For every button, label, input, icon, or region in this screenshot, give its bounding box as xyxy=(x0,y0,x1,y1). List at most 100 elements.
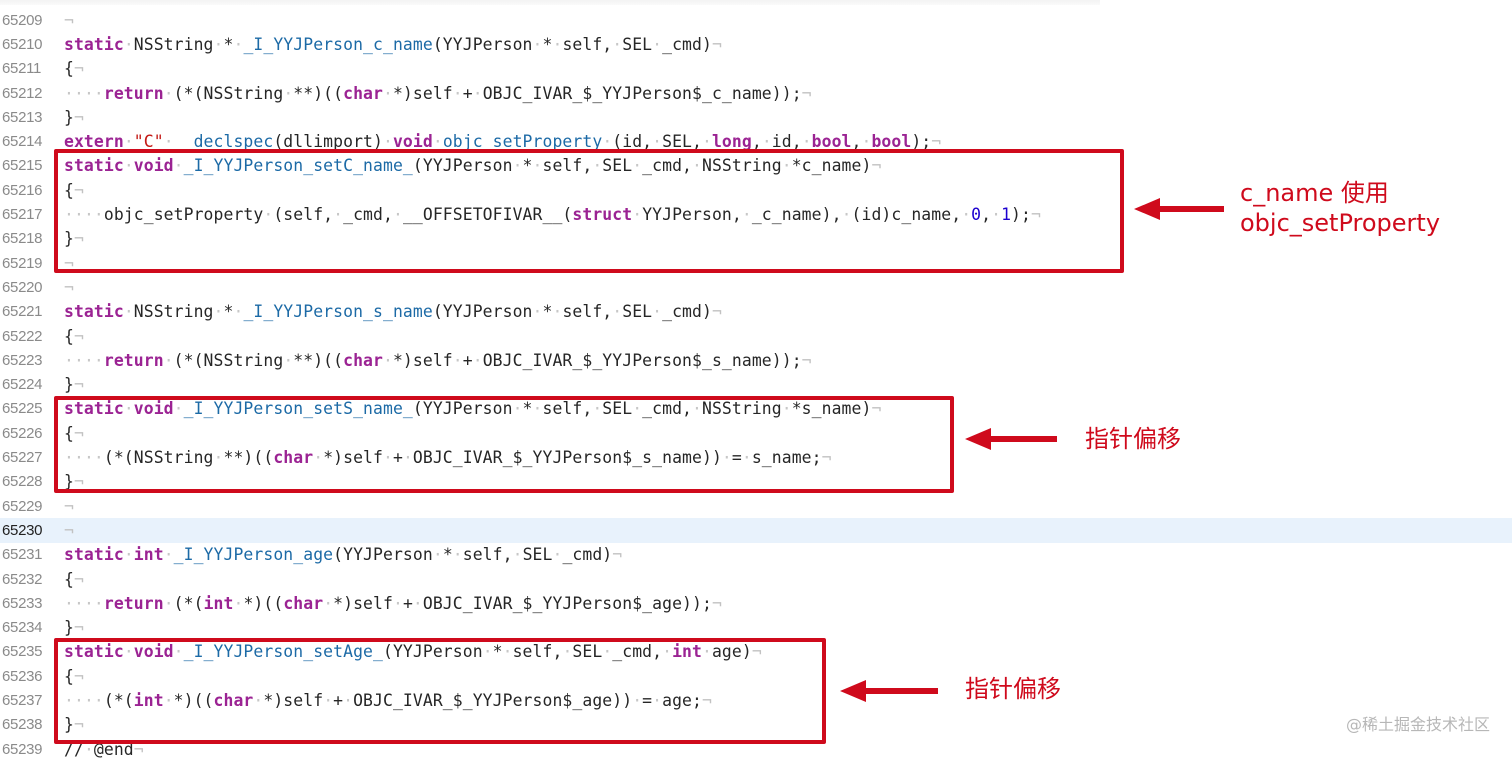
line-number: 65218 xyxy=(2,230,43,248)
line-number: 65230 xyxy=(2,521,43,539)
code-text: }¬ xyxy=(64,229,84,249)
code-line[interactable]: 65228 }¬ xyxy=(0,470,1512,494)
code-line[interactable]: 65235 static·void·_I_YYJPerson_setAge_(YY… xyxy=(0,640,1512,664)
arrow-left-icon xyxy=(840,680,938,702)
code-line[interactable]: 65217 ····objc_setProperty·(self,·_cmd,·_… xyxy=(0,202,1512,226)
code-text: static·int·_I_YYJPerson_age(YYJPerson·*·… xyxy=(64,545,623,565)
highlight-box-setS-name xyxy=(54,396,954,493)
code-text: //·@end¬ xyxy=(64,739,144,759)
code-text: extern·"C"·__declspec(dllimport)·void·ob… xyxy=(64,132,942,152)
line-number: 65221 xyxy=(2,303,43,321)
code-text: ····return·(*(NSString·**)((char·*)self·… xyxy=(64,83,812,103)
code-line[interactable]: 65218 }¬ xyxy=(0,227,1512,251)
line-number: 65211 xyxy=(2,60,42,78)
code-line[interactable]: 65224 }¬ xyxy=(0,373,1512,397)
code-text: }¬ xyxy=(64,375,84,395)
code-text: }¬ xyxy=(64,107,84,127)
line-number: 65228 xyxy=(2,473,43,491)
code-line[interactable]: 65234 }¬ xyxy=(0,616,1512,640)
code-line[interactable]: 65237 ····(*(int·*)((char·*)self·+·OBJC_I… xyxy=(0,688,1512,712)
code-line[interactable]: 65230 ¬ xyxy=(0,518,1512,543)
annotation-objc-setproperty: c_name 使用 objc_setProperty xyxy=(1240,179,1441,237)
code-text: }¬ xyxy=(64,618,84,638)
code-line[interactable]: 65229 ¬ xyxy=(0,494,1512,518)
line-number: 65216 xyxy=(2,181,43,199)
code-text: static·void·_I_YYJPerson_setS_name_(YYJP… xyxy=(64,399,882,419)
line-number: 65229 xyxy=(2,497,43,515)
code-line[interactable]: 65214 extern·"C"·__declspec(dllimport)·vo… xyxy=(0,130,1512,154)
code-text: }¬ xyxy=(64,715,84,735)
line-number: 65223 xyxy=(2,351,43,369)
code-line[interactable]: 65231 static·int·_I_YYJPerson_age(YYJPers… xyxy=(0,543,1512,567)
code-line[interactable]: 65239 //·@end¬ xyxy=(0,737,1512,761)
previous-content-fragment xyxy=(0,0,1100,5)
line-number: 65220 xyxy=(2,278,43,296)
code-line[interactable]: 65238 }¬ xyxy=(0,713,1512,737)
line-number: 65237 xyxy=(2,692,43,710)
code-text: ····(*(int·*)((char·*)self·+·OBJC_IVAR_$… xyxy=(64,691,712,711)
arrow-left-icon xyxy=(965,428,1057,450)
code-line[interactable]: 65213 }¬ xyxy=(0,105,1512,129)
code-text: }¬ xyxy=(64,472,84,492)
code-text: ¬ xyxy=(64,277,74,297)
code-text: ····return·(*(NSString·**)((char·*)self·… xyxy=(64,350,812,370)
code-text: static·NSString·*·_I_YYJPerson_c_name(YY… xyxy=(64,34,722,54)
code-line[interactable]: 65216{¬ xyxy=(0,178,1512,202)
code-line[interactable]: 65210 static·NSString·*·_I_YYJPerson_c_na… xyxy=(0,32,1512,56)
line-number: 65209 xyxy=(2,11,43,29)
code-text: ¬ xyxy=(64,253,74,273)
code-line[interactable]: 65232{¬ xyxy=(0,567,1512,591)
code-text: {¬ xyxy=(64,423,84,443)
line-number: 65219 xyxy=(2,254,43,272)
code-line[interactable]: 65222 {¬ xyxy=(0,324,1512,348)
line-number: 65226 xyxy=(2,424,43,442)
code-text: static·void·_I_YYJPerson_setAge_(YYJPers… xyxy=(64,642,762,662)
code-text: {¬ xyxy=(64,326,84,346)
line-number: 65233 xyxy=(2,594,43,612)
line-number: 65227 xyxy=(2,449,43,467)
line-number: 65224 xyxy=(2,376,43,394)
line-number: 65235 xyxy=(2,643,43,661)
line-number: 65210 xyxy=(2,35,43,53)
highlight-box-setC-name xyxy=(54,149,1124,273)
code-text: ¬ xyxy=(64,496,74,516)
line-number: 65215 xyxy=(2,157,43,175)
line-number: 65232 xyxy=(2,570,43,588)
line-number: 65217 xyxy=(2,206,43,224)
line-number: 65212 xyxy=(2,84,43,102)
code-line[interactable]: 65219 ¬ xyxy=(0,251,1512,275)
arrow-left-icon xyxy=(1134,198,1224,220)
code-line[interactable]: 65211 {¬ xyxy=(0,57,1512,81)
code-text: static·NSString·*·_I_YYJPerson_s_name(YY… xyxy=(64,302,722,322)
line-number: 65236 xyxy=(2,667,43,685)
code-line[interactable]: 65233····return·(*(int·*)((char·*)self·+… xyxy=(0,591,1512,615)
code-text: ····(*(NSString·**)((char·*)self·+·OBJC_… xyxy=(64,448,832,468)
code-line[interactable]: 65220 ¬ xyxy=(0,275,1512,299)
code-text: {¬ xyxy=(64,59,84,79)
code-text: static·void·_I_YYJPerson_setC_name_(YYJP… xyxy=(64,156,882,176)
code-line[interactable]: 65236{¬ xyxy=(0,664,1512,688)
line-number: 65214 xyxy=(2,133,43,151)
watermark: @稀土掘金技术社区 xyxy=(1345,715,1490,734)
code-line[interactable]: 65209¬ xyxy=(0,8,1512,32)
annotation-pointer-offset: 指针偏移 xyxy=(1085,425,1181,453)
code-text: ¬ xyxy=(64,520,74,540)
line-number: 65225 xyxy=(2,400,43,418)
highlight-box-setAge xyxy=(54,638,826,744)
line-number: 65234 xyxy=(2,619,43,637)
line-number: 65239 xyxy=(2,740,43,758)
line-number: 65238 xyxy=(2,716,43,734)
line-number: 65222 xyxy=(2,327,43,345)
code-line[interactable]: 65221 static·NSString·*·_I_YYJPerson_s_na… xyxy=(0,300,1512,324)
code-line[interactable]: 65212 ····return·(*(NSString·**)((char·*)… xyxy=(0,81,1512,105)
code-line[interactable]: 65223 ····return·(*(NSString·**)((char·*)… xyxy=(0,348,1512,372)
code-line[interactable]: 65225 static·void·_I_YYJPerson_setS_name_… xyxy=(0,397,1512,421)
line-number: 65213 xyxy=(2,108,43,126)
code-line[interactable]: 65227 ····(*(NSString·**)((char·*)self·+·… xyxy=(0,445,1512,469)
line-number: 65231 xyxy=(2,546,43,564)
code-line[interactable]: 65226 {¬ xyxy=(0,421,1512,445)
code-text: ····objc_setProperty·(self,·_cmd,·__OFFS… xyxy=(64,205,1041,225)
annotation-pointer-offset: 指针偏移 xyxy=(965,675,1061,703)
code-line[interactable]: 65215 static·void·_I_YYJPerson_setC_name_… xyxy=(0,154,1512,178)
